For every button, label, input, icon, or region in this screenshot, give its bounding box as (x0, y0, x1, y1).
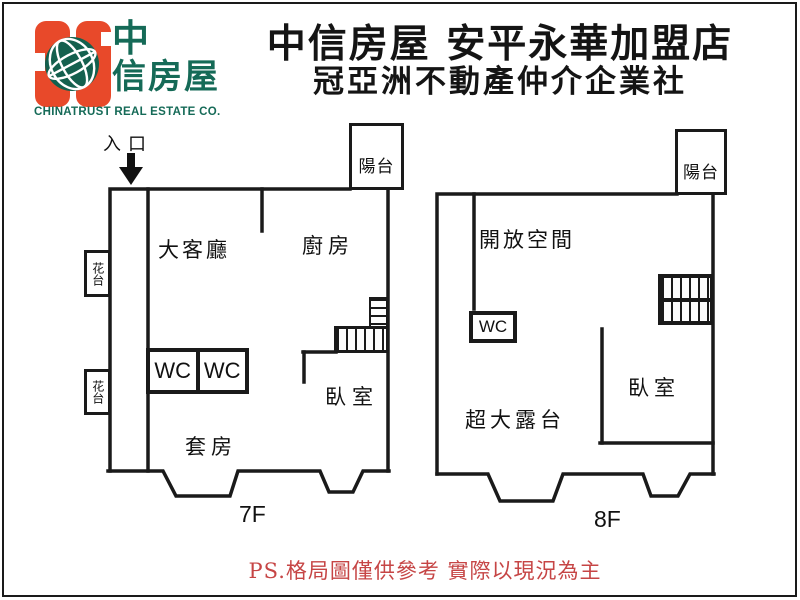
floor-label-7f: 7F (239, 501, 266, 527)
suite-label-7f: 套房 (185, 435, 237, 459)
balcony-7f: 陽台 (349, 123, 404, 190)
agency-subtitle: 冠亞洲不動產仲介企業社 (313, 63, 687, 100)
stairs-8f-icon (658, 274, 714, 325)
bedroom-label-7f: 臥室 (325, 385, 379, 409)
entrance-arrow-icon (127, 153, 135, 168)
stairs-8f-lower-run (662, 297, 710, 321)
brand-company-en: CHINATRUST REAL ESTATE CO. (34, 106, 221, 118)
wc-left-7f-label: WC (154, 358, 192, 383)
stairs-8f-upper-run (662, 278, 710, 298)
globe-icon (35, 21, 111, 107)
balcony-8f: 陽台 (675, 129, 727, 195)
wc-rooms-7f: WC WC (146, 348, 249, 394)
header-titles: 中信房屋 安平永華加盟店 冠亞洲不動產仲介企業社 (235, 24, 765, 99)
living-room-label-7f: 大客廳 (158, 238, 230, 262)
entrance-label: 入口 (103, 134, 153, 155)
store-title: 中信房屋 安平永華加盟店 (266, 21, 734, 67)
flower-bed-upper-label: 花台 (90, 261, 105, 286)
stairs-lower-run-7f-icon (334, 326, 389, 353)
flower-bed-lower-7f: 花台 (84, 369, 111, 415)
balcony-7f-label: 陽台 (358, 157, 395, 177)
balcony-8f-label: 陽台 (683, 162, 719, 183)
kitchen-label-7f: 廚房 (302, 234, 354, 258)
flower-bed-upper-7f: 花台 (84, 250, 111, 297)
brand-name-bottom: 信房屋 (112, 57, 220, 97)
wc-8f-label: WC (478, 317, 508, 336)
bedroom-label-8f: 臥室 (628, 376, 680, 400)
wc-room-8f: WC (469, 311, 517, 343)
stairs-upper-run-7f-icon (369, 297, 388, 329)
entrance-arrow-head-icon (119, 167, 143, 185)
disclaimer-text: PS.格局圖僅供參考 實際以現況為主 (248, 559, 602, 583)
chinatrust-logo-icon (34, 20, 112, 108)
terrace-label-8f: 超大露台 (465, 408, 565, 432)
wc-right-7f-label: WC (195, 352, 246, 390)
flower-bed-lower-label: 花台 (90, 380, 105, 404)
brand-name-top: 中 (112, 16, 149, 60)
open-space-label-8f: 開放空間 (479, 228, 575, 252)
floor-label-8f: 8F (594, 506, 621, 532)
